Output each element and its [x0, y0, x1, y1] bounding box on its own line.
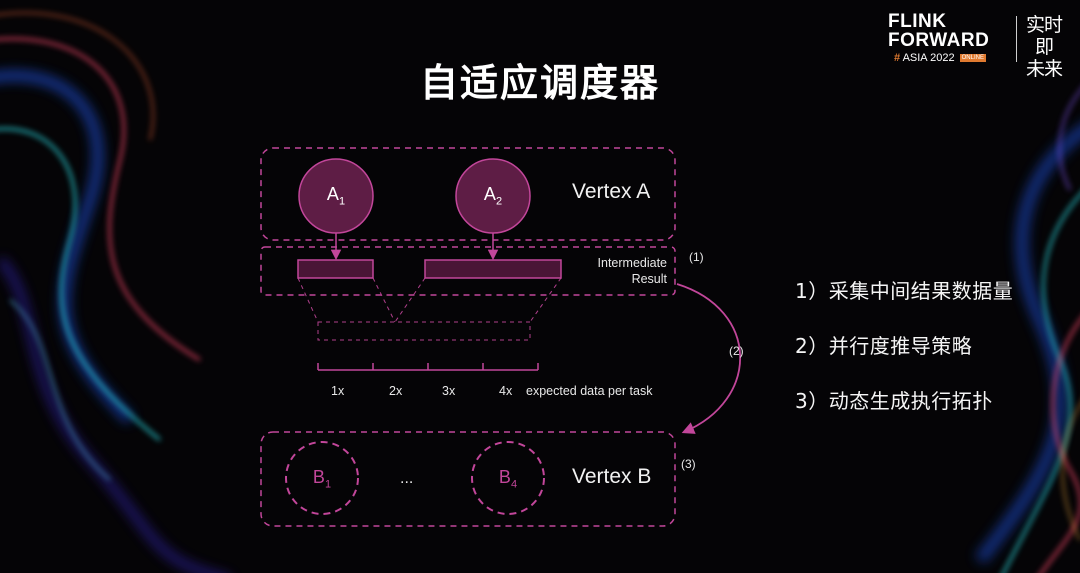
logo-slogan-line2: 未来	[1025, 58, 1063, 80]
ellipsis-label: ...	[400, 470, 414, 487]
node-b4-label: B4	[490, 467, 526, 491]
node-b4-letter: B	[498, 467, 511, 487]
vertex-a-label: Vertex A	[572, 180, 651, 203]
node-b4-index: 4	[510, 478, 518, 491]
step-list-item-3: 3）动态生成执行拓扑	[795, 389, 993, 413]
logo-slogan-line1: 实时即	[1025, 14, 1063, 58]
node-b1-letter: B	[312, 467, 325, 487]
node-b4-circle	[471, 441, 545, 515]
partition-bar-1	[297, 259, 374, 279]
partition-bar-2	[424, 259, 562, 279]
tick-3x: 3x	[442, 384, 456, 398]
curved-arrow-to-vertex-b	[676, 283, 741, 434]
vertex-b-label: Vertex B	[572, 465, 652, 488]
intermediate-result-box	[260, 246, 676, 296]
logo-hash: #	[894, 52, 901, 64]
node-a1-label: A1	[318, 184, 354, 208]
tick-2x: 2x	[389, 384, 403, 398]
node-b1-circle	[285, 441, 359, 515]
node-a2-label: A2	[475, 184, 511, 208]
logo-event-name: ASIA 2022	[902, 52, 955, 64]
node-b1-index: 1	[324, 478, 332, 491]
node-b1-label: B1	[304, 467, 340, 491]
logo-forward: FORWARD	[888, 30, 990, 51]
step-1-marker: (1)	[689, 250, 704, 264]
logo-slogan: 实时即 未来	[1024, 14, 1064, 80]
logo-event: # ASIA 2022 ONLINE	[894, 52, 986, 64]
intermediate-label-line2: Result	[631, 272, 667, 286]
node-a1-letter: A	[326, 184, 339, 204]
node-a2-index: 2	[495, 195, 503, 208]
tick-1x: 1x	[331, 384, 345, 398]
logo-online-badge: ONLINE	[959, 54, 986, 63]
tick-caption: expected data per task	[526, 384, 653, 398]
logo-flink: FLINK	[888, 11, 947, 32]
intermediate-result-label: Intermediate Result	[560, 255, 667, 287]
node-a1-index: 1	[338, 195, 346, 208]
expected-data-axis	[317, 363, 539, 371]
vertex-b-box	[260, 431, 676, 527]
vertex-a-box	[260, 147, 676, 241]
tick-4x: 4x	[499, 384, 513, 398]
intermediate-label-line1: Intermediate	[597, 256, 667, 270]
step-list-item-2: 2）并行度推导策略	[795, 334, 973, 358]
node-a2-letter: A	[483, 184, 496, 204]
logo-divider	[1016, 16, 1017, 62]
step-list-item-1: 1）采集中间结果数据量	[795, 279, 1014, 303]
step-2-marker: (2)	[729, 344, 744, 358]
slide-title: 自适应调度器	[419, 61, 660, 105]
projection-lines	[297, 277, 562, 341]
step-3-marker: (3)	[681, 457, 696, 471]
